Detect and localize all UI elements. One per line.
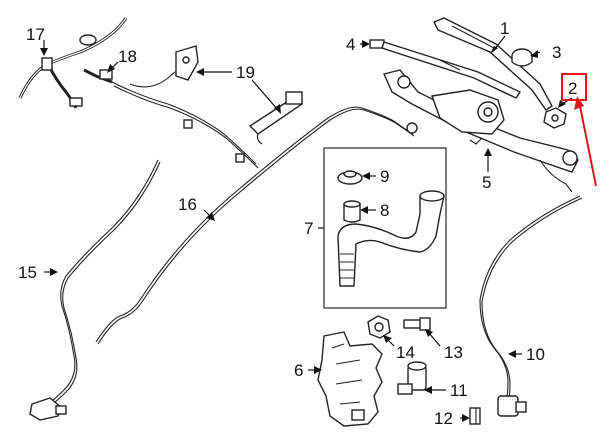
part-18-hose bbox=[83, 68, 259, 169]
callout-3: 3 bbox=[552, 43, 561, 62]
part-19-bracket bbox=[129, 45, 303, 145]
part-11-pump bbox=[397, 361, 427, 395]
part-6-reservoir bbox=[317, 331, 383, 427]
leader-lines bbox=[40, 35, 573, 422]
callout-9: 9 bbox=[380, 167, 389, 186]
highlight-callout-2 bbox=[561, 73, 597, 187]
callout-18: 18 bbox=[118, 47, 137, 66]
callout-12: 12 bbox=[434, 409, 453, 428]
part-15-hose bbox=[29, 159, 161, 421]
callout-4: 4 bbox=[346, 35, 355, 54]
part-3-cap bbox=[511, 48, 533, 67]
callout-6: 6 bbox=[294, 361, 303, 380]
part-7-filler-neck bbox=[337, 190, 445, 287]
callout-2: 2 bbox=[568, 79, 577, 98]
part-9-grommet bbox=[337, 170, 363, 185]
part-8-bushing bbox=[343, 200, 361, 223]
part-10-hose bbox=[479, 195, 583, 417]
part-17-hose bbox=[18, 17, 128, 109]
part-14-nut bbox=[367, 315, 391, 339]
part-13-bolt bbox=[403, 317, 431, 331]
part-12-connector bbox=[469, 407, 481, 425]
callout-labels: 1 2 3 4 5 6 7 8 9 10 11 12 13 14 15 16 1… bbox=[18, 19, 577, 428]
part-2-nut bbox=[543, 107, 567, 129]
part-16-hose bbox=[95, 106, 418, 345]
callout-5: 5 bbox=[482, 173, 491, 192]
callout-10: 10 bbox=[526, 345, 545, 364]
part-5-wiper-linkage bbox=[383, 69, 579, 193]
callout-7: 7 bbox=[304, 219, 313, 238]
callout-17: 17 bbox=[26, 25, 45, 44]
callout-14: 14 bbox=[396, 343, 415, 362]
callout-13: 13 bbox=[444, 343, 463, 362]
callout-16: 16 bbox=[178, 195, 197, 214]
callout-19: 19 bbox=[236, 63, 255, 82]
callout-11: 11 bbox=[450, 381, 468, 400]
callout-1: 1 bbox=[500, 19, 509, 38]
callout-8: 8 bbox=[380, 201, 389, 220]
callout-15: 15 bbox=[18, 263, 37, 282]
part-1-wiper-arm bbox=[433, 17, 553, 111]
